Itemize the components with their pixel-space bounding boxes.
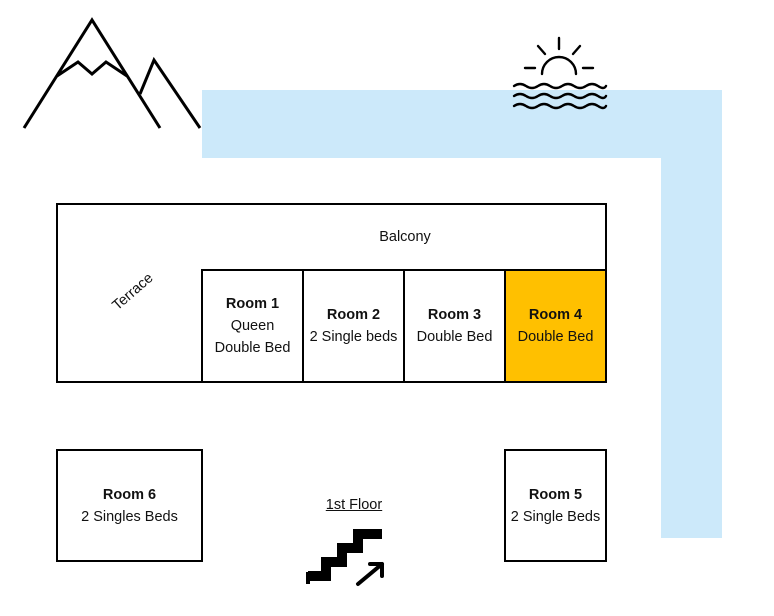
balcony-label: Balcony: [379, 229, 431, 245]
room-name: Room 6: [102, 486, 157, 503]
room-bed: Double Bed: [517, 329, 594, 345]
room-bed-line2: Double Bed: [214, 340, 291, 356]
room-name: Room 3: [427, 307, 482, 323]
room-bed: 2 Singles Beds: [81, 508, 178, 525]
room-bed: 2 Single Beds: [510, 508, 601, 525]
room-bed-line1: Queen: [230, 318, 275, 334]
room-5[interactable]: Room 5 2 Single Beds: [504, 449, 607, 562]
room-name: Room 5: [528, 486, 583, 503]
mountains-icon: [22, 17, 202, 129]
sunset-over-water-icon: [512, 36, 608, 110]
room-1[interactable]: Room 1 Queen Double Bed: [201, 269, 304, 383]
stairs-up-icon[interactable]: [306, 524, 386, 588]
floor-label: 1st Floor: [325, 497, 383, 513]
room-name: Room 1: [225, 296, 280, 312]
room-bed: 2 Single beds: [309, 329, 398, 345]
water-strip-right: [661, 90, 722, 538]
room-2[interactable]: Room 2 2 Single beds: [302, 269, 405, 383]
water-strip-top: [202, 90, 722, 158]
room-4[interactable]: Room 4 Double Bed: [504, 269, 607, 383]
room-3[interactable]: Room 3 Double Bed: [403, 269, 506, 383]
room-bed: Double Bed: [416, 329, 493, 345]
room-name: Room 4: [528, 307, 583, 323]
room-6[interactable]: Room 6 2 Singles Beds: [56, 449, 203, 562]
room-name: Room 2: [326, 307, 381, 323]
